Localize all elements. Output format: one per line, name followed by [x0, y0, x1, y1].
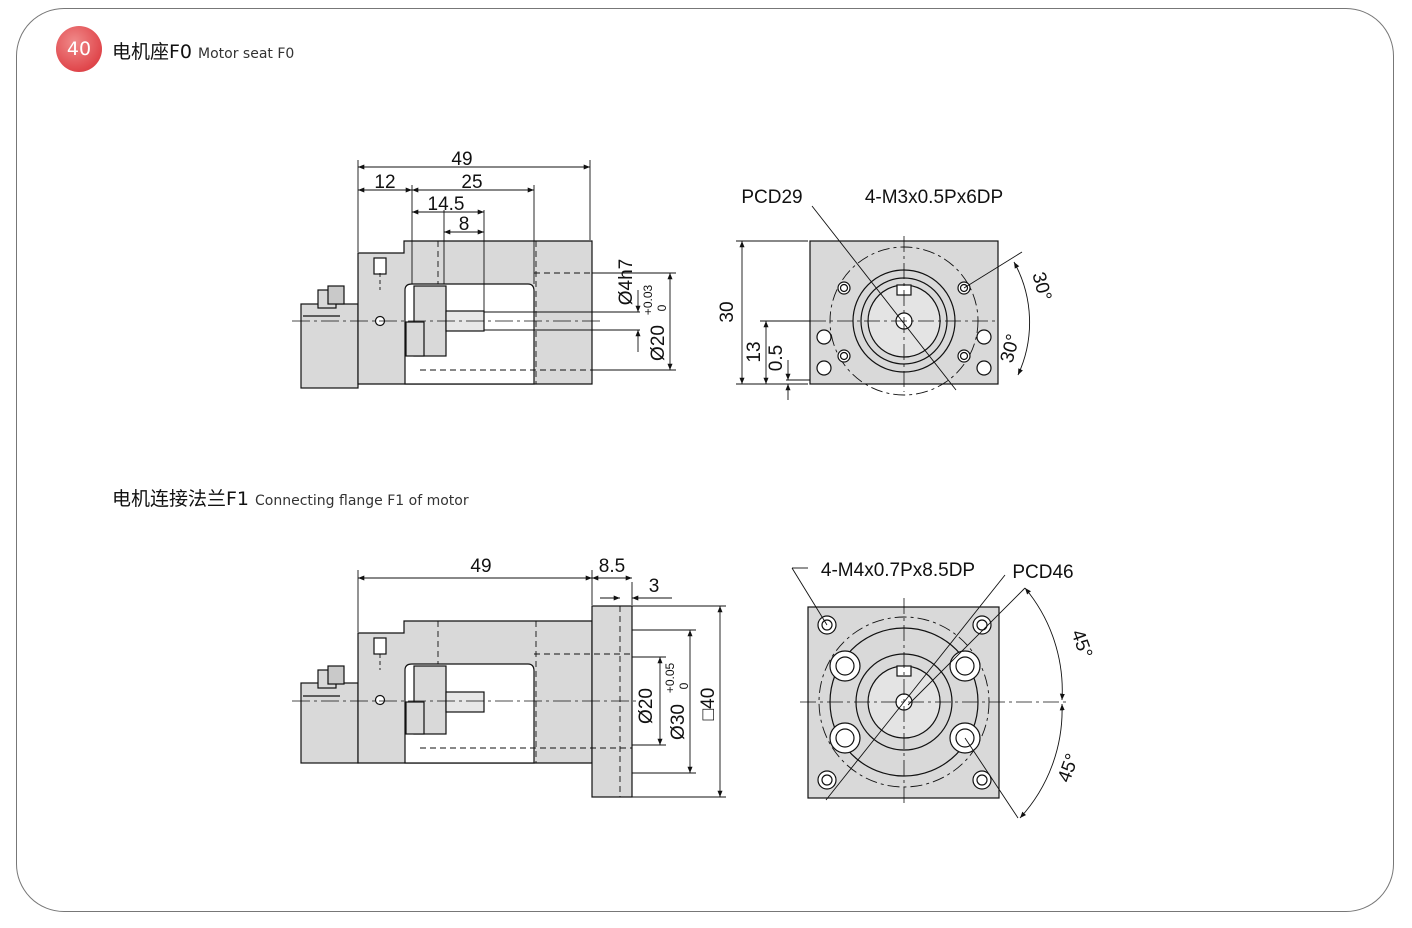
section-title-en: Motor seat F0	[198, 46, 295, 62]
f0-dim-13: 13	[744, 341, 765, 362]
page-number-badge: 40	[56, 26, 102, 72]
f0-tol-20: +0.03	[641, 284, 655, 315]
f0-holes-label: 4-M3x0.5Px6DP	[865, 187, 1003, 208]
f1-angle-b: 45°	[1054, 751, 1084, 785]
f0-dim-49: 49	[451, 149, 472, 170]
section-title-zh: 电机座F0	[112, 41, 193, 63]
f0-pcd-label: PCD29	[741, 187, 802, 208]
f0-dia-4h7: Ø4h7	[616, 259, 637, 305]
f1-holes-label: 4-M4x0.7Px8.5DP	[821, 560, 975, 581]
f0-dim-25: 25	[461, 172, 482, 193]
f0-dim-30: 30	[717, 301, 738, 322]
f0-tol-20-low: 0	[655, 304, 669, 311]
f0-dim-0-5: 0.5	[766, 345, 787, 371]
f1-side-view	[292, 570, 726, 798]
f0-front-view	[736, 205, 1031, 400]
f1-dia-20: Ø20	[636, 688, 657, 724]
f0-side-view	[292, 160, 676, 389]
f0-dim-8: 8	[459, 214, 470, 235]
f1-angle-a: 45°	[1066, 627, 1096, 661]
f1-pcd-label: PCD46	[1012, 562, 1073, 583]
f1-tol-30: +0.05	[663, 662, 677, 693]
f1-tol-30-low: 0	[677, 682, 691, 689]
f1-dim-3: 3	[649, 576, 660, 597]
page-frame	[16, 8, 1394, 912]
section-title-flange: 电机连接法兰F1 Connecting flange F1 of motor	[112, 484, 469, 511]
f1-sq-40: □40	[698, 688, 719, 721]
f0-dim-12: 12	[374, 172, 395, 193]
f0-angle-b: 30°	[997, 332, 1025, 365]
section-title-en: Connecting flange F1 of motor	[255, 493, 469, 509]
section-title-zh: 电机连接法兰F1	[112, 488, 250, 510]
f1-dim-49: 49	[470, 556, 491, 577]
f1-front-view	[791, 567, 1070, 819]
f1-dim-8-5: 8.5	[599, 556, 625, 577]
f0-angle-a: 30°	[1027, 270, 1055, 303]
f0-dia-20: Ø20	[648, 325, 669, 361]
f0-dim-14-5: 14.5	[428, 194, 465, 215]
section-title-motor-seat: 电机座F0 Motor seat F0	[112, 37, 294, 64]
f1-dia-30: Ø30	[668, 704, 689, 740]
